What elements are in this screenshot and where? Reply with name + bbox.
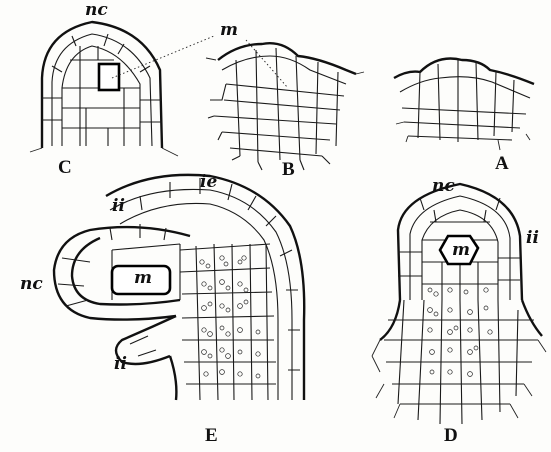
label-e-ie: ie — [200, 174, 217, 191]
label-e-nc: nc — [20, 276, 43, 293]
label-d-m: m — [452, 242, 470, 259]
caption-e: E — [205, 426, 218, 445]
caption-a: A — [495, 154, 509, 173]
caption-c: C — [58, 158, 72, 177]
label-d-ii: ii — [526, 230, 539, 247]
figure-b-drawing — [206, 40, 364, 170]
label-e-ii-top: ii — [112, 198, 125, 215]
caption-d: D — [444, 426, 458, 445]
figure-c-drawing — [30, 22, 214, 156]
label-e-ii-bottom: ii — [114, 356, 127, 373]
label-d-nc: nc — [432, 178, 455, 195]
figure-e-drawing — [54, 175, 304, 400]
figure-d-drawing — [372, 184, 546, 424]
label-c-nc: nc — [85, 2, 108, 19]
caption-b: B — [282, 160, 295, 179]
label-b-m: m — [220, 22, 238, 39]
figure-a-drawing — [394, 59, 534, 151]
label-e-m: m — [134, 270, 152, 287]
